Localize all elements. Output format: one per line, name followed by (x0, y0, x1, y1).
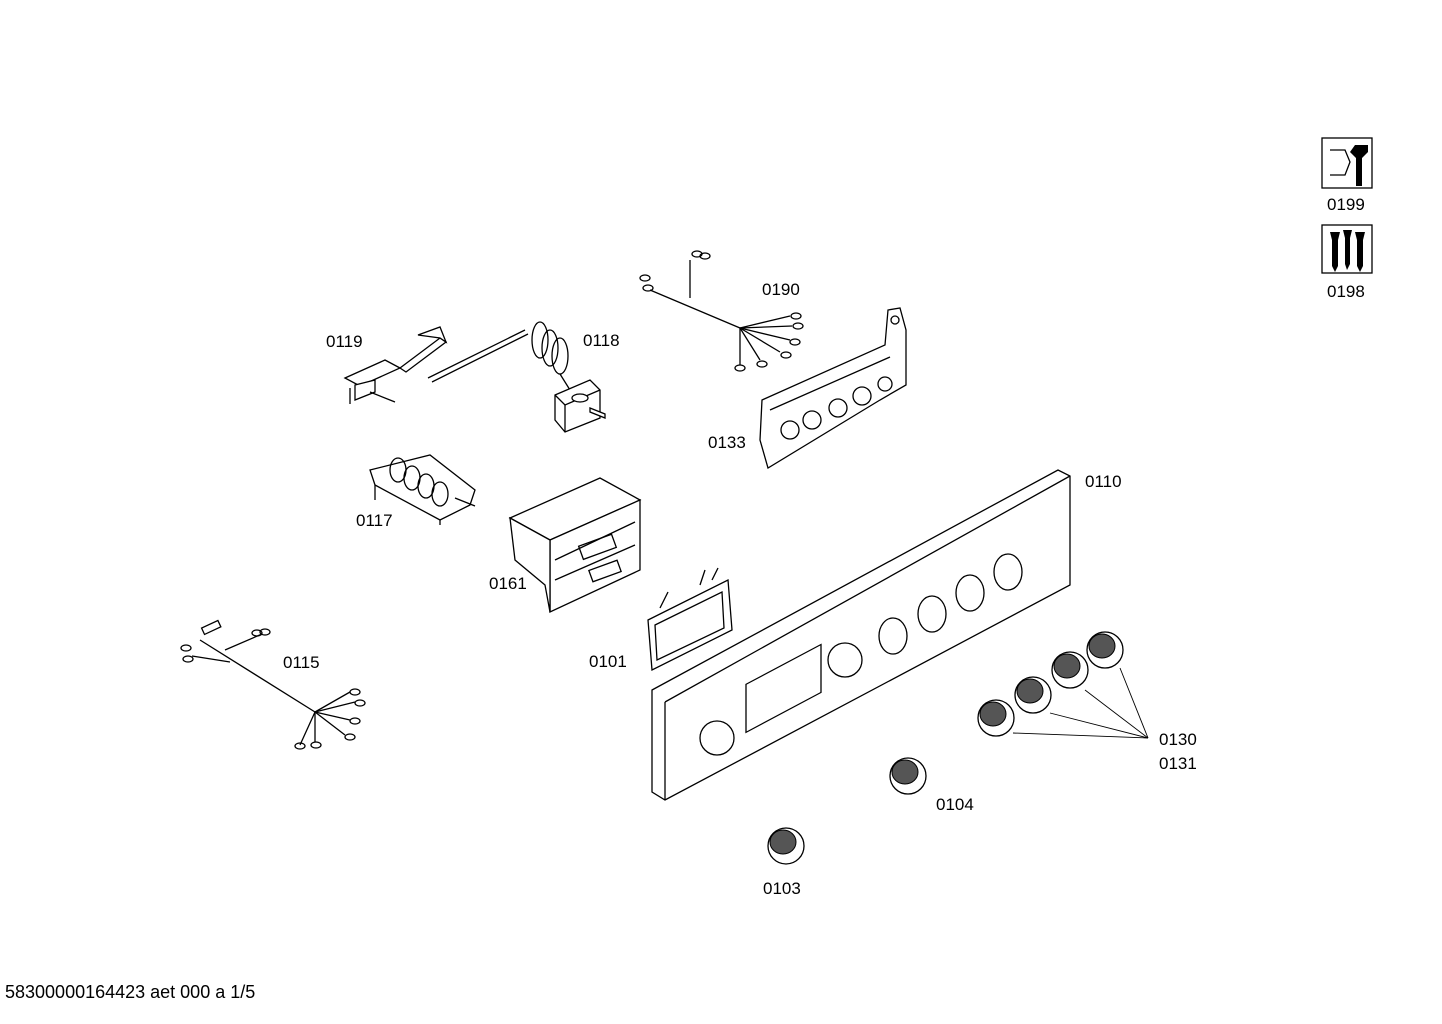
part-0118-thermostat (427, 321, 606, 433)
label-0117: 0117 (356, 511, 393, 530)
label-0131: 0131 (1159, 754, 1197, 773)
label-0118: 0118 (583, 331, 620, 350)
label-0104: 0104 (936, 795, 974, 814)
part-0101-display (647, 567, 733, 672)
label-0199: 0199 (1327, 195, 1365, 214)
part-0161-control-module (508, 477, 642, 614)
label-0161: 0161 (489, 574, 527, 593)
label-0198: 0198 (1327, 282, 1365, 301)
label-0110: 0110 (1085, 472, 1122, 491)
part-0130-knobs (977, 631, 1149, 739)
part-0190-wire-harness (639, 250, 804, 372)
tools-icon (1321, 137, 1373, 189)
label-0190: 0190 (762, 280, 800, 299)
part-0119-bracket (343, 326, 448, 404)
label-0101: 0101 (589, 652, 627, 671)
part-0115-wire-harness (180, 619, 366, 750)
label-0130: 0130 (1159, 730, 1197, 749)
document-id-footer: 58300000164423 aet 000 a 1/5 (5, 982, 256, 1002)
label-0115: 0115 (283, 653, 320, 672)
label-0103: 0103 (763, 879, 801, 898)
part-0110-fascia (651, 469, 1071, 801)
part-0133-control-bracket (759, 307, 907, 469)
label-0133: 0133 (708, 433, 746, 452)
part-0103-knob (767, 827, 805, 865)
part-0117-selector-switch (369, 454, 476, 525)
part-0104-knob (889, 757, 927, 795)
screws-icon (1321, 224, 1373, 274)
label-0119: 0119 (326, 332, 363, 351)
